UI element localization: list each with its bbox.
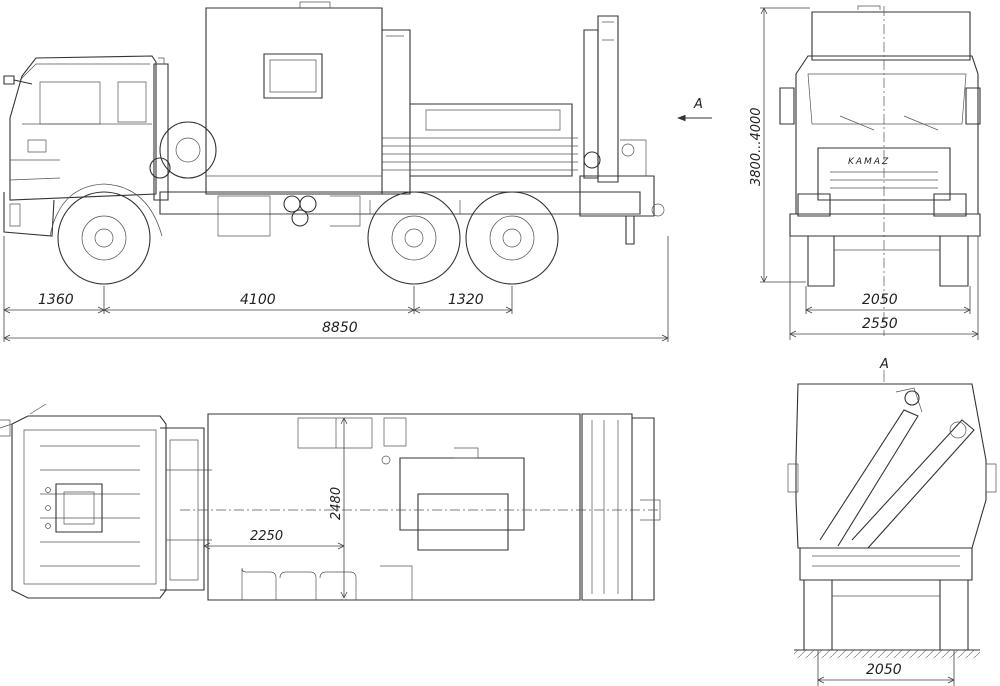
side-view: A: [3, 1, 712, 285]
dim-body-length-section: 2250: [250, 529, 283, 544]
side-dimensions: 1360 4100 1320 8850: [3, 236, 669, 342]
cab-outline: [9, 55, 157, 201]
dim-rear-axle-spacing: 1320: [448, 292, 484, 308]
front-cab-outline: [795, 55, 979, 215]
dim-overall-length: 8850: [322, 320, 358, 336]
chassis-frame: [159, 191, 641, 215]
view-marker-rear: A: [879, 357, 889, 372]
ground-hatch: [794, 650, 980, 658]
front-dimensions: 3800...4000 2050 2550: [749, 7, 979, 340]
equipment-module: [205, 7, 383, 195]
dim-front-overhang: 1360: [38, 292, 74, 308]
top-view: 2480 2250: [0, 403, 661, 601]
front-brand: KAMAZ: [848, 157, 890, 167]
dim-wheelbase: 4100: [240, 292, 276, 308]
top-equipment-body: [207, 413, 581, 601]
dim-rear-track: 2050: [866, 662, 902, 678]
dim-body-width: 2480: [329, 487, 344, 520]
front-view: KAMAZ: [779, 5, 981, 336]
dim-front-track: 2050: [862, 292, 898, 308]
top-cab-outline: [11, 415, 167, 599]
crane-side: [579, 15, 665, 245]
crane-top: [581, 413, 661, 601]
dim-overall-width: 2550: [862, 316, 898, 332]
rear-wheel-1: [367, 191, 461, 285]
dim-height-range: 3800...4000: [749, 107, 764, 186]
front-wheel: [49, 183, 163, 285]
view-marker-side: A: [693, 97, 703, 112]
rear-wheel-2: [465, 191, 559, 285]
rear-view-a: A 2050: [787, 357, 997, 686]
